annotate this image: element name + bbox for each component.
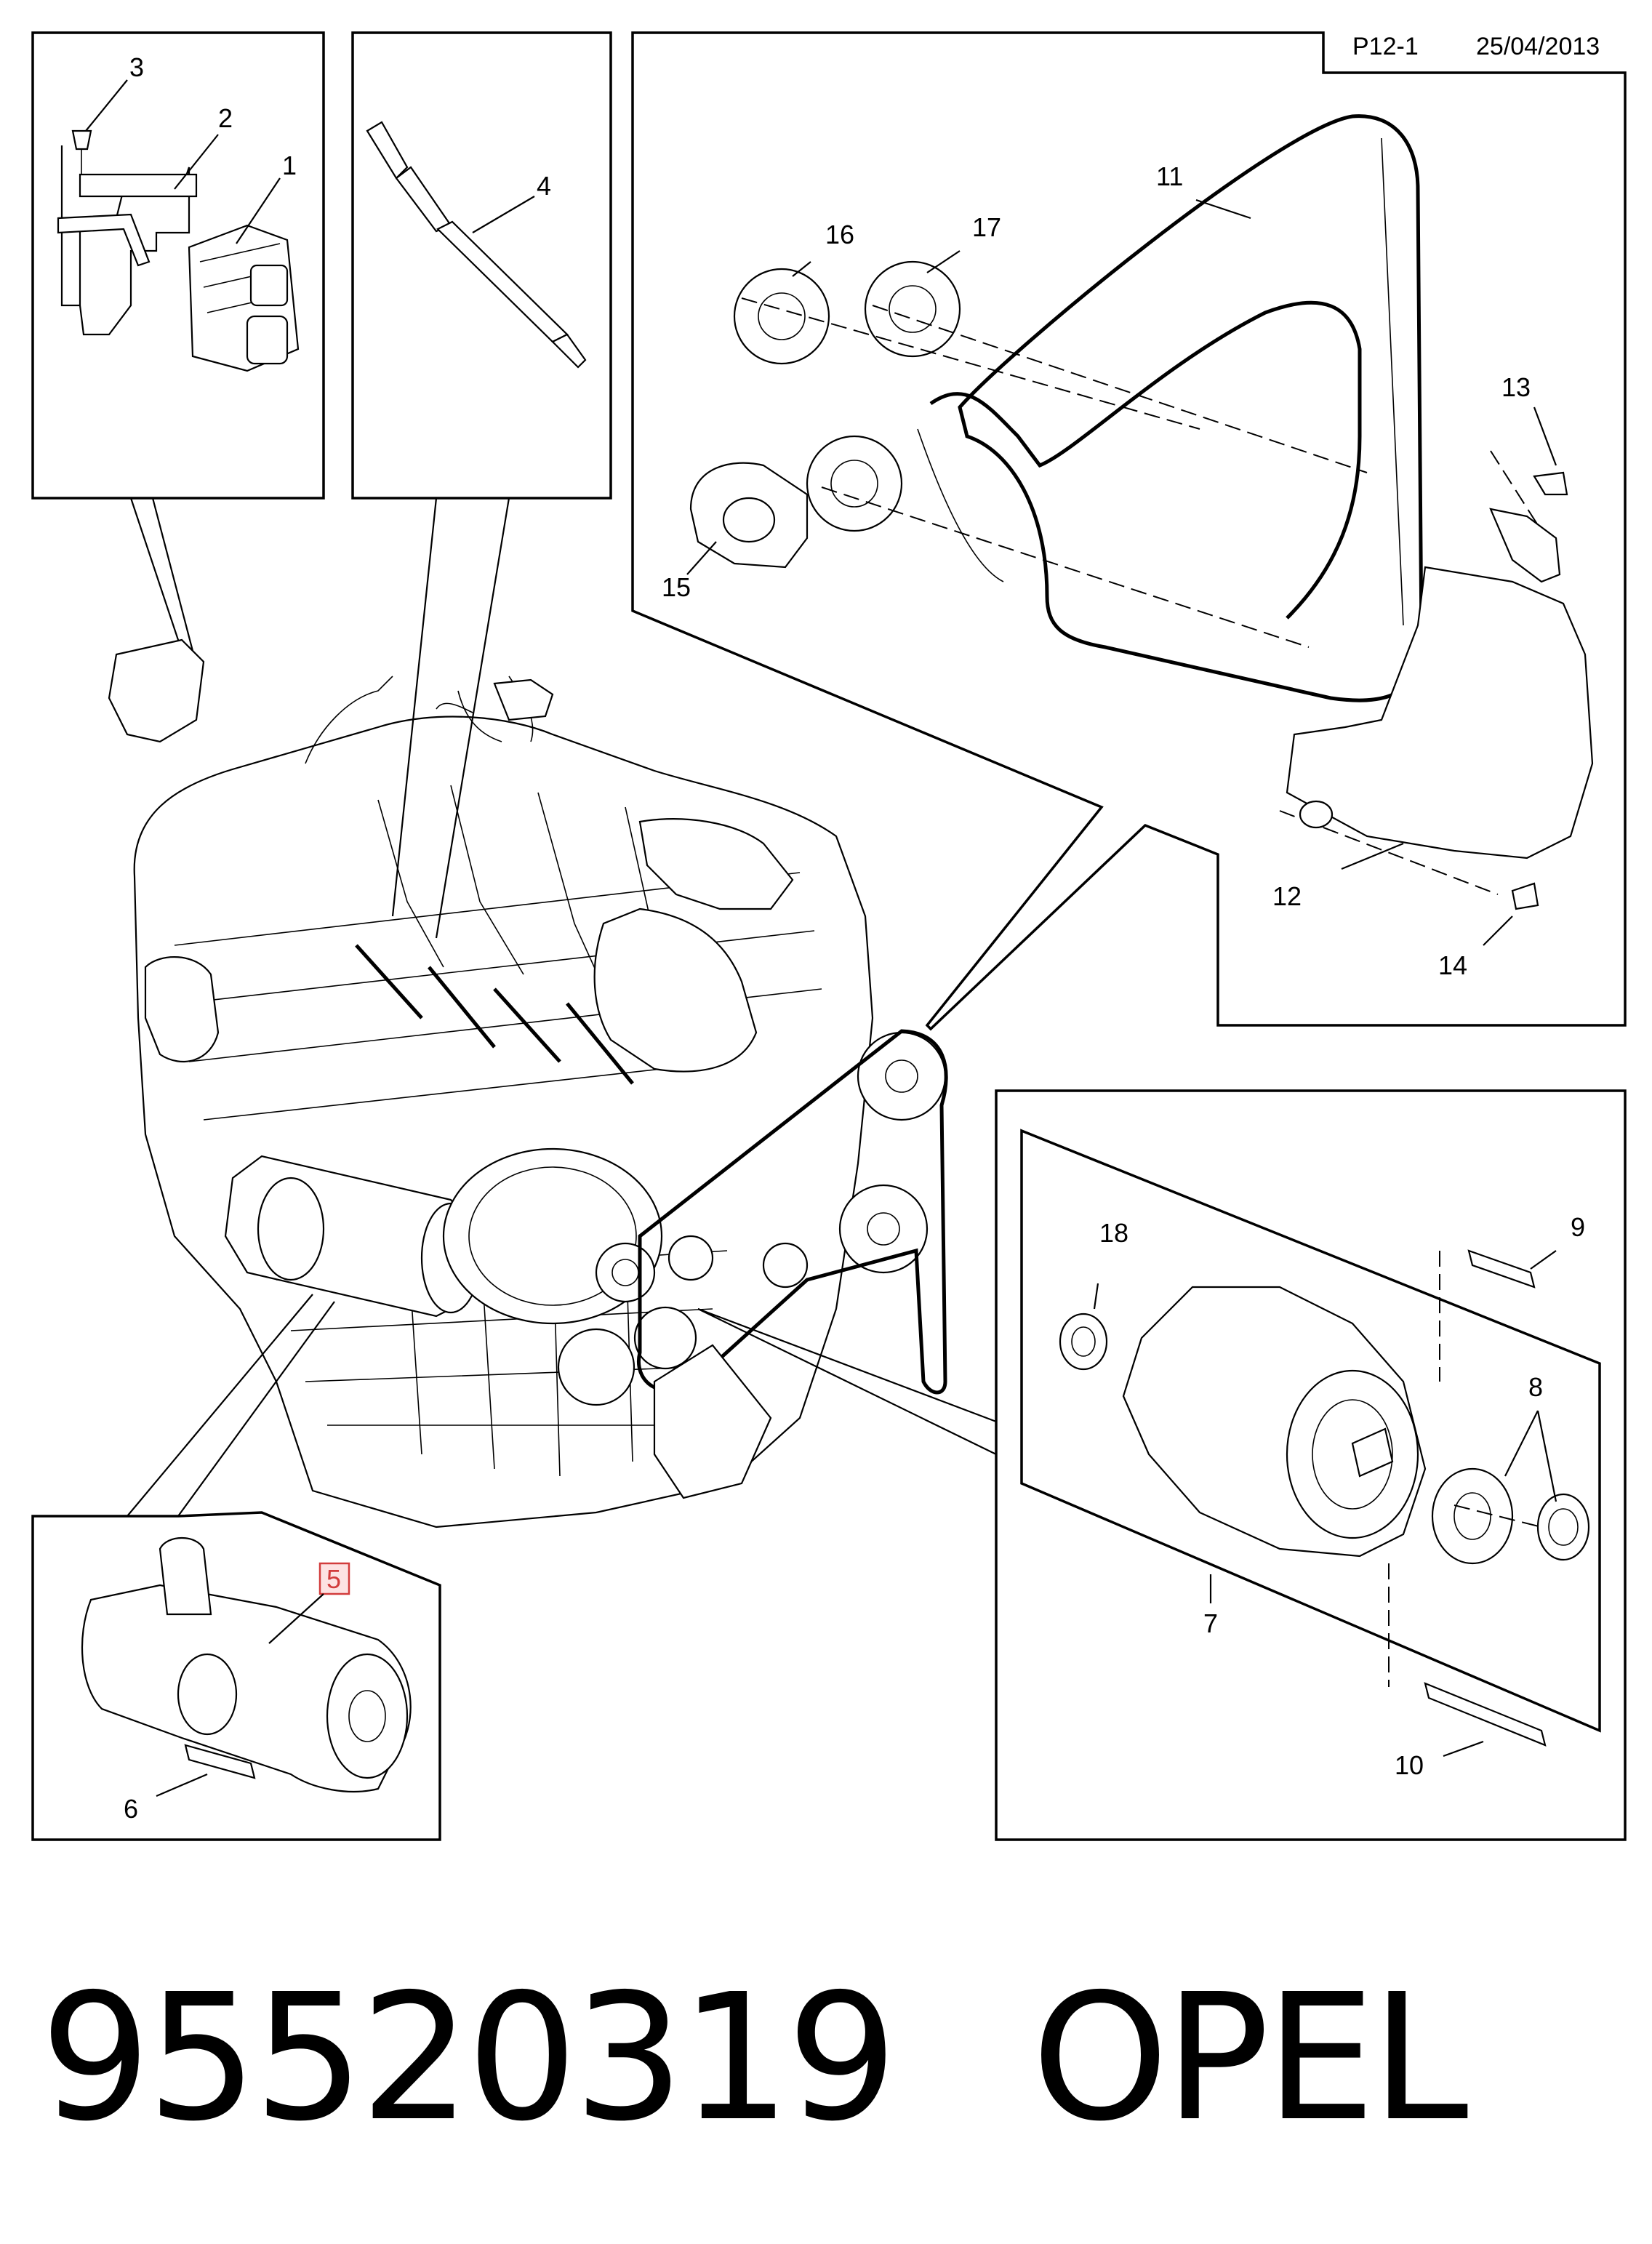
callout-9: 9 [1571,1212,1585,1242]
callout-7: 7 [1203,1608,1218,1638]
leader-line-11 [1195,199,1251,220]
zoom-lines-alternator [697,1307,997,1455]
callout-3: 3 [129,52,144,82]
starter-motor-drawing [81,1536,412,1793]
part-number: 95520319 [40,1956,898,2160]
leader-line-15 [686,541,717,575]
callout-8: 8 [1528,1372,1543,1402]
parts-diagram: 3 2 1 4 P12-1 25/04/2013 [31,31,1627,1841]
leader-line-13 [1533,406,1557,466]
leader-line-16 [792,261,811,277]
leader-line-12 [1341,842,1404,870]
part-caption: 95520319 OPEL [40,1949,1469,2167]
page-ref: P12-1 [1352,33,1419,60]
connector-bracket-drawing [57,129,300,372]
brand-name: OPEL [1031,1956,1469,2160]
leader-line-2 [174,134,219,190]
callout-10: 10 [1395,1750,1424,1780]
callout-18: 18 [1099,1218,1128,1248]
callout-13: 13 [1501,372,1531,402]
zoom-lines-starter [127,1294,335,1517]
callout-5: 5 [326,1564,341,1594]
belt-system-drawing [689,114,1594,910]
callout-6: 6 [124,1794,138,1824]
callout-15: 15 [662,572,691,602]
zoom-lines-glow-plug [391,497,510,939]
leader-line-1 [236,177,281,244]
zoom-lines-connector [129,497,194,652]
leader-line-18 [1093,1283,1099,1310]
callout-14: 14 [1438,950,1467,980]
callout-11: 11 [1156,161,1183,191]
callout-16: 16 [825,220,854,249]
callout-1: 1 [282,151,297,180]
leader-line-6 [156,1773,208,1798]
glow-plug-drawing [366,121,587,369]
leader-line-17 [926,250,961,273]
leader-line-10 [1443,1740,1484,1758]
callout-12: 12 [1272,881,1302,911]
callout-2: 2 [218,103,233,133]
leader-line-3 [85,79,128,132]
callout-4: 4 [537,171,551,201]
page-date: 25/04/2013 [1476,33,1600,60]
engine-assembly [133,676,948,1528]
leader-line-14 [1483,915,1513,946]
leader-line-4 [472,196,535,233]
connector-small-view [108,638,205,743]
alternator-drawing [1059,1249,1590,1747]
leader-line-8 [1504,1410,1557,1502]
leader-line-9 [1530,1250,1557,1270]
leader-line-5 [268,1593,324,1644]
callout-5-highlight [318,1562,350,1595]
callout-17: 17 [972,212,1001,242]
